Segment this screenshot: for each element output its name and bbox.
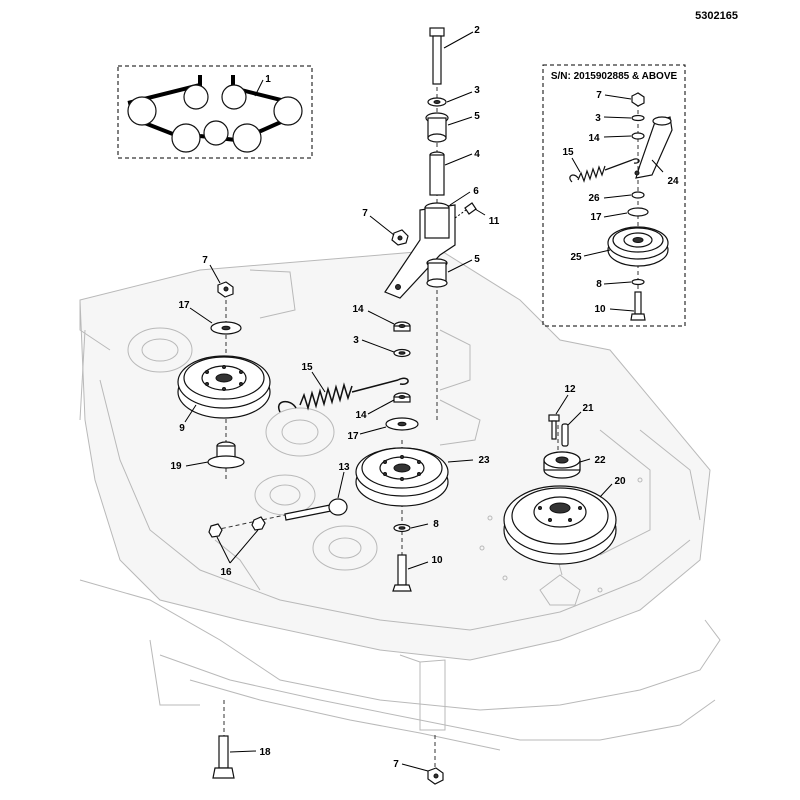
bushing-5-bottom — [426, 258, 448, 288]
inset-callout-25: 25 — [570, 252, 582, 263]
bolt-18 — [212, 735, 235, 779]
nut-7-arm — [391, 229, 409, 246]
bearing-14-lower — [393, 392, 411, 403]
spacer-4 — [429, 151, 445, 196]
pulley-left — [127, 96, 157, 126]
idler-right — [221, 84, 247, 110]
center-idler-assembly — [277, 27, 477, 592]
callout-7: 7 — [202, 255, 208, 266]
callout-15: 15 — [301, 362, 313, 373]
callout-1: 1 — [265, 74, 271, 85]
idler-arm-6 — [384, 202, 456, 299]
inset-title: S/N: 2015902885 & ABOVE — [551, 71, 678, 82]
callout-19: 19 — [170, 461, 182, 472]
idler-pulley-23 — [355, 447, 449, 507]
inset-nut-7 — [631, 92, 645, 107]
inset-bearing-14 — [631, 132, 645, 140]
inset-callout-15: 15 — [562, 147, 574, 158]
idler-left — [183, 84, 209, 110]
inset-callout-7: 7 — [596, 90, 602, 101]
callout-22: 22 — [594, 455, 606, 466]
inset-bolt-10 — [630, 291, 646, 321]
belt-routing-inset: 1 — [117, 65, 313, 159]
callout-7: 7 — [362, 208, 368, 219]
bearing-14-upper — [393, 321, 411, 332]
spring-15 — [277, 377, 409, 413]
inset-spring-15 — [569, 158, 640, 183]
callout-5: 5 — [474, 254, 480, 265]
pulley-bottom-right — [232, 123, 262, 153]
callout-7: 7 — [393, 759, 399, 770]
callout-10: 10 — [431, 555, 443, 566]
inset-callout-24: 24 — [667, 176, 679, 187]
callout-12: 12 — [564, 384, 576, 395]
callout-17: 17 — [178, 300, 190, 311]
leader-lines — [184, 31, 664, 772]
inset-callout-26: 26 — [588, 193, 600, 204]
bolt-12 — [548, 414, 560, 440]
nut-16-b — [251, 516, 266, 531]
inset-callout-17: 17 — [590, 212, 602, 223]
bushing-5-top — [425, 112, 449, 143]
nut-7-bottom — [427, 767, 444, 785]
bolt-2 — [429, 27, 445, 85]
callout-labels: 2 3 5 4 6 11 7 5 7 17 14 3 15 9 14 17 19… — [170, 25, 679, 770]
inset-callout-8: 8 — [596, 279, 602, 290]
inset-callout-14: 14 — [588, 133, 600, 144]
inset-bearing-26 — [631, 191, 645, 199]
callout-4: 4 — [474, 149, 480, 160]
callout-6: 6 — [473, 186, 479, 197]
eyebolt-13 — [284, 498, 348, 521]
deck-bolt-assembly — [212, 700, 444, 785]
callout-17: 17 — [347, 431, 359, 442]
pulley-right — [273, 96, 303, 126]
inset-pulley-25 — [607, 226, 669, 267]
callout-3: 3 — [353, 335, 359, 346]
callout-18: 18 — [259, 747, 271, 758]
callout-9: 9 — [179, 423, 185, 434]
inset-washer-3 — [631, 114, 645, 122]
serial-number-inset: S/N: 2015902885 & ABOVE — [542, 64, 686, 327]
callout-2: 2 — [474, 25, 480, 36]
callout-13: 13 — [338, 462, 350, 473]
idler-pulley-9 — [177, 355, 271, 419]
eyebolt-assembly — [208, 498, 348, 538]
inset-callout-10: 10 — [594, 304, 606, 315]
pulley-bottom-left — [171, 123, 201, 153]
left-idler-assembly — [177, 281, 271, 480]
callout-16: 16 — [220, 567, 232, 578]
callout-8: 8 — [433, 519, 439, 530]
inset-washer-17 — [627, 207, 649, 217]
inset-arm-24 — [634, 116, 673, 179]
callout-14: 14 — [352, 304, 364, 315]
grease-fitting-11 — [464, 202, 477, 215]
callout-11: 11 — [489, 216, 500, 227]
callout-5: 5 — [474, 111, 480, 122]
inset-callout-3: 3 — [595, 113, 601, 124]
key-21 — [561, 423, 569, 447]
nut-16-a — [208, 523, 223, 538]
drive-pulley-20 — [503, 485, 617, 565]
drive-pulley-assembly — [503, 414, 617, 565]
bolt-10 — [392, 554, 412, 592]
callout-20: 20 — [614, 476, 626, 487]
inset-washer-8 — [631, 278, 645, 286]
drawing-number: 5302165 — [695, 10, 738, 22]
nut-7-left — [217, 281, 234, 298]
callout-3: 3 — [474, 85, 480, 96]
spacer-19 — [207, 441, 245, 469]
pulley-bottom-center — [203, 120, 229, 146]
callout-14: 14 — [355, 410, 367, 421]
hub-22 — [543, 451, 581, 479]
callout-23: 23 — [478, 455, 490, 466]
callout-21: 21 — [582, 403, 594, 414]
